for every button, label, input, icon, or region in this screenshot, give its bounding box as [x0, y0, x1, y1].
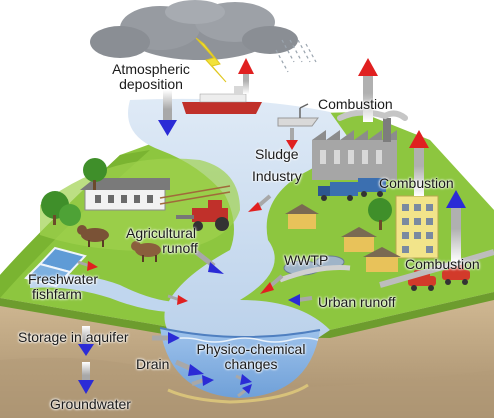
- truck-icon: [318, 182, 358, 201]
- combustion-arrow-right-blue: [446, 190, 466, 262]
- combustion-arrow-right-red: [409, 130, 429, 196]
- label-fishfarm: fishfarm: [32, 286, 82, 302]
- factory-icon: [312, 140, 397, 180]
- sludge-arrow: [286, 128, 298, 150]
- house-icon: [341, 227, 377, 252]
- label-wwtp: WWTP: [284, 252, 329, 268]
- label-agricultural-runoff: Agricultural runoff: [106, 226, 216, 256]
- house-icon: [285, 204, 319, 229]
- tree-icon: [59, 204, 81, 226]
- label-freshwater-fishfarm: Freshwater fishfarm: [28, 272, 98, 302]
- label-combustion-right: Combustion: [379, 175, 454, 191]
- chimney-icon: [383, 118, 391, 142]
- label-groundwater: Groundwater: [50, 396, 131, 412]
- industry-area: [277, 103, 408, 201]
- label-sludge: Sludge: [255, 146, 299, 162]
- label-physico-chemical-changes: Physico-chemical changes: [186, 342, 316, 372]
- label-physico-chemical: Physico-chemical: [196, 341, 306, 357]
- drain-arrow: [174, 359, 204, 376]
- tree-icon: [83, 158, 107, 182]
- water-body: [30, 98, 350, 356]
- agricultural-runoff-arrow: [194, 250, 224, 274]
- pool-bottom-arrow-left: [191, 375, 214, 386]
- pool-bottom-arrow-right: [235, 374, 252, 385]
- label-urban-runoff: Urban runoff: [318, 294, 396, 310]
- storage-aquifer-arrow: [78, 326, 94, 356]
- label-freshwater: Freshwater: [28, 271, 99, 287]
- fishfarm-outflow-arrow-2: [167, 294, 188, 305]
- lightning-icon: [195, 37, 227, 83]
- town-area: [279, 195, 494, 291]
- ship-icon: [182, 86, 262, 114]
- label-combustion-bottom: Combustion: [405, 256, 480, 272]
- label-changes: changes: [224, 356, 278, 372]
- cow-icon: [77, 225, 109, 247]
- truck-icon: [358, 178, 386, 197]
- label-drain: Drain: [136, 356, 170, 372]
- wwtp-tanks-icon: [279, 255, 351, 283]
- tree-icon: [368, 198, 392, 222]
- house-icon: [363, 247, 401, 272]
- farm-area: [24, 158, 240, 288]
- industry-outflow-arrow: [248, 194, 272, 212]
- urban-runoff-arrow: [288, 294, 313, 306]
- label-agricultural: Agricultural: [125, 225, 197, 241]
- rain-icon: [275, 39, 317, 73]
- label-deposition: deposition: [119, 76, 183, 92]
- combustion-arrow-industry: [358, 58, 378, 122]
- label-combustion-top: Combustion: [318, 96, 393, 112]
- fishfarm-outflow-arrow-1: [77, 260, 98, 271]
- deposition-arrow: [158, 90, 177, 136]
- storage-to-pool-arrow: [152, 332, 180, 344]
- cow-icon: [131, 241, 161, 262]
- sludge-platform: [277, 103, 319, 127]
- label-industry: Industry: [252, 168, 302, 184]
- cloud-icon: [90, 0, 298, 60]
- groundwater-arrow: [78, 362, 94, 394]
- pool-bottom-arrow-up: [237, 384, 252, 398]
- combustion-arrow-ship: [238, 58, 254, 94]
- label-atmospheric: Atmospheric: [112, 61, 190, 77]
- tractor-icon: [176, 200, 229, 231]
- label-storage-in-aquifer: Storage in aquifer: [18, 329, 129, 345]
- wwtp-outflow-arrow: [260, 274, 284, 294]
- fishfarm-ponds-icon: [24, 246, 87, 288]
- label-runoff: runoff: [162, 240, 198, 256]
- label-atmospheric-deposition: Atmospheric deposition: [96, 62, 206, 92]
